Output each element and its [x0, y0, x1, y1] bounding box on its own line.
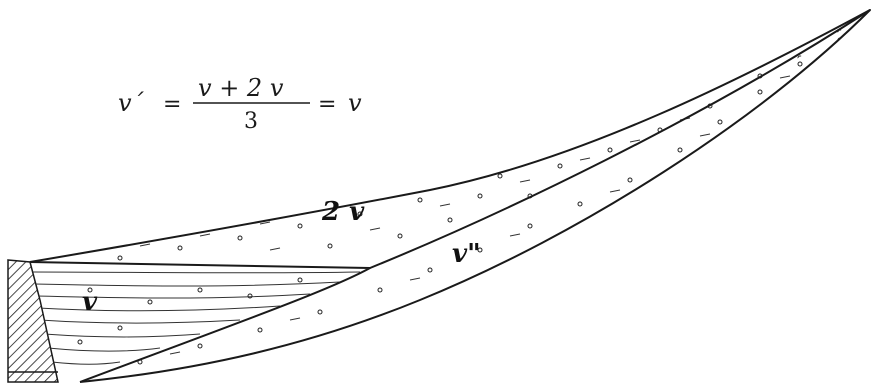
glacier-outer-outline	[29, 9, 871, 383]
equation-denominator: 3	[244, 109, 258, 134]
equation-equals-2: =	[318, 92, 336, 117]
label-upper-region: 2 v	[321, 197, 365, 227]
label-lower-region: v"	[452, 239, 481, 269]
label-left-region: v	[82, 287, 98, 317]
left-region-boundary	[29, 261, 371, 383]
upper-lower-boundary	[369, 9, 871, 269]
equation-lhs: v´	[118, 89, 145, 117]
equation-numerator: v + 2 v	[198, 74, 284, 102]
equation: v´ = v + 2 v 3 = v	[118, 74, 362, 134]
lower-region-texture	[137, 37, 843, 365]
upper-region-texture	[117, 29, 843, 261]
left-region-texture	[31, 271, 361, 365]
rock-wall	[7, 259, 59, 383]
equation-rhs: v	[348, 89, 362, 117]
equation-equals-1: =	[163, 92, 181, 117]
